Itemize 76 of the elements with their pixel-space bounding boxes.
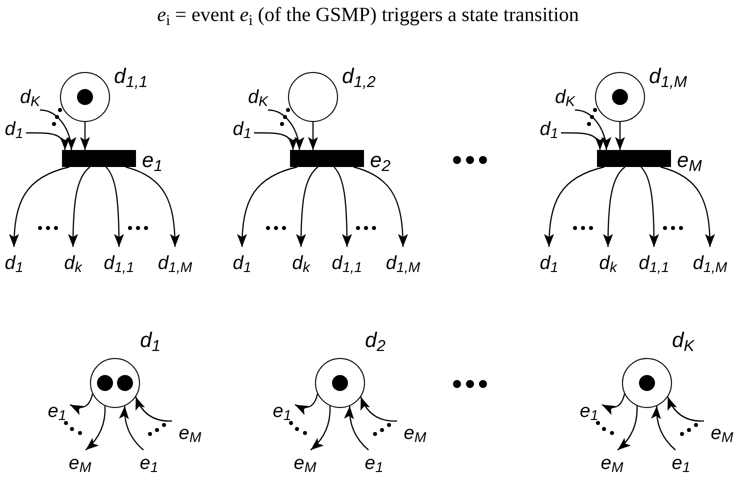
arrow bbox=[308, 122, 318, 150]
arrow bbox=[40, 109, 76, 150]
arrow bbox=[353, 166, 408, 248]
arrow bbox=[334, 166, 352, 247]
variable-label: d$_{1,1}$ bbox=[638, 254, 670, 272]
place-label: d$_{2}$ bbox=[365, 329, 386, 352]
arrow bbox=[125, 166, 180, 248]
arrow bbox=[85, 406, 106, 450]
arrow bbox=[26, 132, 69, 150]
variable-label: e$_{1}$ bbox=[48, 402, 66, 420]
variable-label: d$_{1,M}$ bbox=[158, 254, 192, 272]
arrow bbox=[574, 109, 611, 150]
arrow bbox=[561, 132, 604, 150]
arrow bbox=[294, 394, 318, 415]
arrow bbox=[603, 166, 626, 247]
variable-label: d$_{1}$ bbox=[540, 254, 558, 272]
arrow bbox=[296, 166, 318, 247]
variable-label: d$_{1,M}$ bbox=[692, 254, 728, 272]
arrow bbox=[80, 122, 90, 150]
arrow bbox=[119, 406, 144, 450]
variable-label: e$_{1}$ bbox=[140, 454, 158, 472]
variable-label: d$_{1}$ bbox=[232, 120, 252, 138]
variable-label: d$_{1}$ bbox=[232, 254, 252, 272]
variable-label: e$_{1}$ bbox=[672, 454, 690, 472]
transition-bar bbox=[597, 150, 671, 167]
variable-label: e$_{M}$ bbox=[710, 424, 734, 442]
variable-label: d$_{1}$ bbox=[4, 254, 24, 272]
arrow bbox=[640, 166, 659, 247]
arrow bbox=[70, 394, 94, 415]
place-label: d$_{K}$ bbox=[672, 329, 694, 352]
event-label: e$_{2}$ bbox=[370, 149, 390, 172]
arrow bbox=[68, 166, 90, 247]
variable-label: e$_{M}$ bbox=[68, 454, 92, 472]
arrow bbox=[651, 406, 676, 450]
variable-label: d$_{1,1}$ bbox=[104, 254, 134, 272]
variable-label: e$_{M}$ bbox=[178, 424, 202, 442]
variable-label: d$_{K}$ bbox=[248, 88, 268, 106]
variable-label: e$_{1}$ bbox=[580, 402, 598, 420]
variable-label: d$_{1}$ bbox=[540, 120, 558, 138]
arrow bbox=[237, 166, 298, 248]
arrow bbox=[268, 109, 304, 150]
variable-label: d$_{1,1}$ bbox=[332, 254, 362, 272]
arrow bbox=[135, 396, 172, 422]
arrow bbox=[544, 166, 604, 248]
place-label: d$_{1,M}$ bbox=[649, 65, 687, 88]
variable-label: d$_{K}$ bbox=[554, 88, 576, 106]
variable-label: d$_{1,M}$ bbox=[386, 254, 420, 272]
event-label: e$_{1}$ bbox=[142, 149, 162, 172]
place-label: d$_{1,1}$ bbox=[114, 65, 148, 88]
variable-label: d$_{k}$ bbox=[599, 254, 617, 272]
arrow bbox=[660, 166, 715, 248]
transition-bar bbox=[290, 150, 364, 167]
arrow bbox=[106, 166, 124, 247]
arrow bbox=[615, 122, 625, 150]
variable-label: d$_{K}$ bbox=[20, 88, 40, 106]
transition-bar bbox=[62, 150, 136, 167]
variable-label: e$_{M}$ bbox=[404, 424, 426, 442]
arrow bbox=[360, 396, 397, 422]
variable-label: d$_{1}$ bbox=[4, 120, 24, 138]
arrow bbox=[9, 166, 70, 248]
arrow bbox=[602, 394, 626, 415]
arrow bbox=[344, 406, 369, 450]
variable-label: e$_{1}$ bbox=[364, 454, 384, 472]
diagram-title: e$_{i}$ = event e$_{i}$ (of the GSMP) triggers a state transition bbox=[157, 3, 579, 28]
place-label: d$_{1}$ bbox=[140, 329, 160, 352]
arrow bbox=[310, 406, 331, 450]
variable-label: e$_{M}$ bbox=[294, 454, 316, 472]
variable-label: e$_{M}$ bbox=[600, 454, 624, 472]
variable-label: d$_{k}$ bbox=[292, 254, 310, 272]
arrow bbox=[667, 396, 704, 422]
place-label: d$_{1,2}$ bbox=[342, 65, 376, 88]
variable-label: e$_{1}$ bbox=[272, 402, 292, 420]
event-label: e$_{M}$ bbox=[677, 149, 702, 172]
variable-label: d$_{k}$ bbox=[64, 254, 82, 272]
arrow bbox=[254, 132, 297, 150]
arrow bbox=[617, 406, 638, 450]
